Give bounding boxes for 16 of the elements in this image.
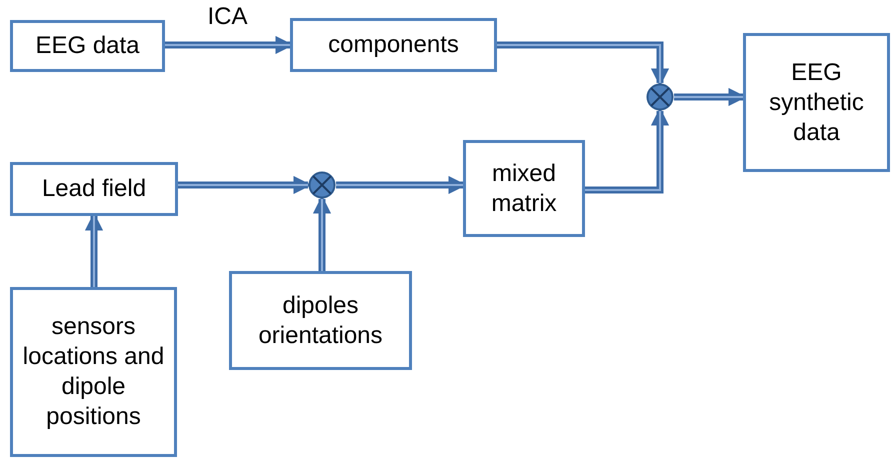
process-box xyxy=(10,287,177,457)
process-box xyxy=(463,140,585,237)
process-box xyxy=(10,162,178,216)
box-text: sensors locations and dipole positions xyxy=(22,312,166,432)
process-box xyxy=(290,18,497,72)
box-text: EEG data xyxy=(34,31,141,61)
box-text: components xyxy=(327,30,460,60)
process-box xyxy=(743,33,890,172)
box-text: mixed matrix xyxy=(490,158,558,218)
box-text: dipoles orientations xyxy=(257,290,384,350)
process-box xyxy=(10,20,165,72)
process-box xyxy=(229,271,412,370)
box-text: Lead field xyxy=(40,174,148,204)
multiplier-circle xyxy=(308,171,336,199)
box-text: EEG synthetic data xyxy=(768,58,865,148)
multiplier-circle xyxy=(646,83,674,111)
